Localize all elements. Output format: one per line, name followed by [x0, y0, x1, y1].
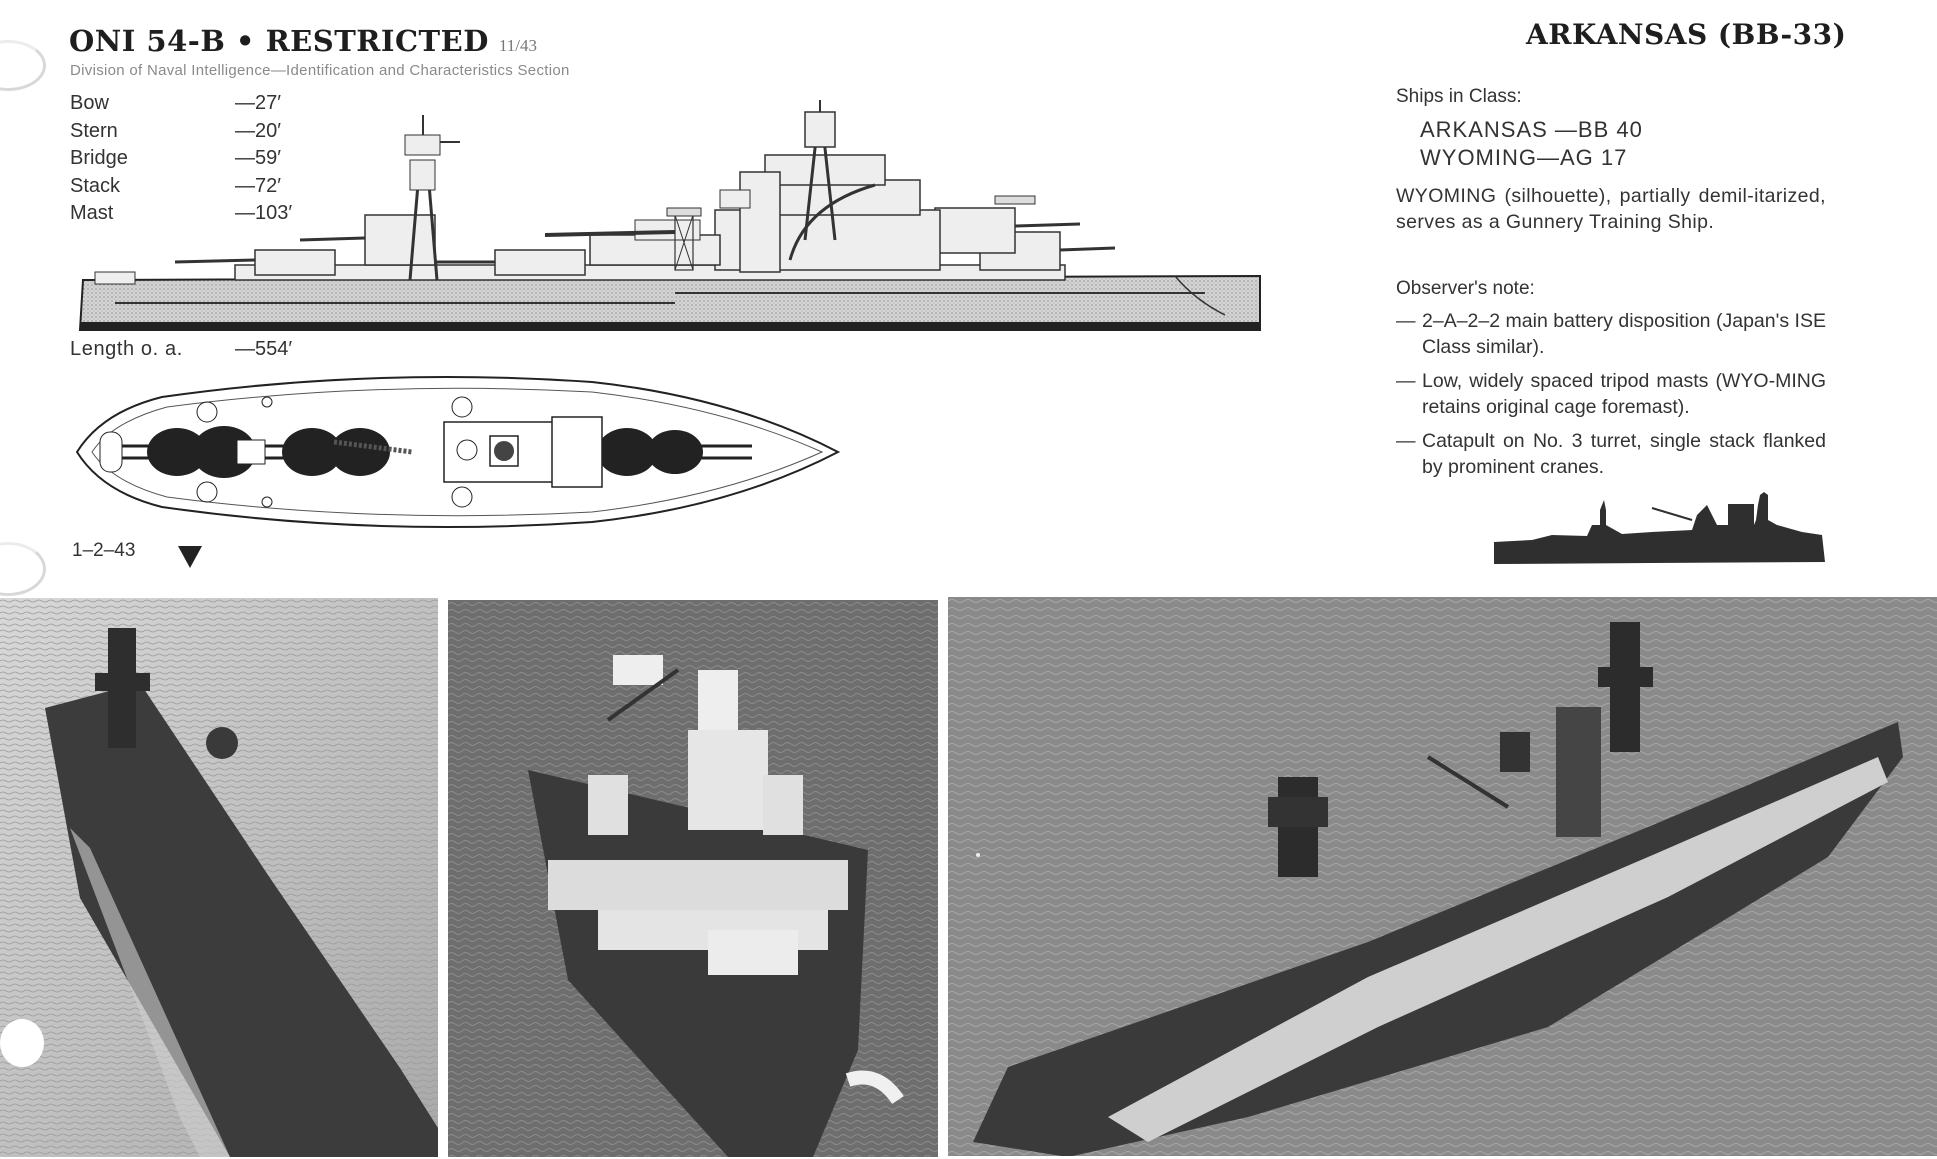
- wyoming-note: WYOMING (silhouette), partially demil-it…: [1396, 185, 1826, 233]
- observer-note-item: —2–A–2–2 main battery disposition (Japan…: [1396, 310, 1826, 358]
- document-header: ONI 54-B • RESTRICTED 11/43: [69, 24, 537, 58]
- dimension-row: Mast —103′: [70, 202, 292, 230]
- dimension-label: Bow: [70, 92, 109, 114]
- binder-hole: [0, 542, 46, 596]
- plan-view-drawing: [75, 376, 841, 528]
- dimension-value: —103′: [235, 202, 293, 224]
- class-ship-item: WYOMING—AG 17: [1420, 145, 1628, 170]
- class-ship-item: ARKANSAS —BB 40: [1420, 117, 1643, 142]
- dimension-label: Mast: [70, 202, 114, 224]
- dimensions-table: Bow —27′ Stern —20′ Bridge —59′ Stack —72′ M…: [70, 92, 292, 230]
- aerial-photo-bow-quarter: [0, 598, 438, 1157]
- header-title: ONI 54-B • RESTRICTED: [69, 24, 489, 58]
- dimension-value: —27′: [235, 92, 281, 114]
- triangle-marker-icon: [178, 546, 202, 568]
- dimension-value: —59′: [235, 147, 281, 169]
- header-subtitle: Division of Naval Intelligence—Identific…: [70, 62, 570, 79]
- dimension-value: —20′: [235, 119, 281, 142]
- length-label: Length o. a.: [70, 338, 183, 360]
- binder-hole: [0, 40, 46, 91]
- dimension-value: —72′: [235, 174, 281, 197]
- profile-drawing: [78, 100, 1261, 331]
- dimension-row: Bridge —59′: [70, 147, 292, 175]
- dimension-label: Bridge: [70, 147, 128, 169]
- aerial-photo-stern-view: [448, 600, 938, 1159]
- dimension-label: Stern: [70, 119, 118, 142]
- dimension-row: Bow —27′: [70, 92, 292, 120]
- aerial-photo-broadside: [948, 597, 1937, 1156]
- ship-title: ARKANSAS (BB-33): [1526, 18, 1847, 51]
- wyoming-silhouette: [1494, 492, 1825, 564]
- dimension-row: Stern —20′: [70, 120, 292, 148]
- dateline: 1–2–43: [72, 540, 136, 561]
- length-value: —554′: [235, 338, 293, 360]
- dimension-row: Stack —72′: [70, 175, 292, 203]
- ships-in-class-list: ARKANSAS —BB 40 WYOMING—AG 17: [1420, 116, 1850, 172]
- header-date: 11/43: [498, 36, 537, 55]
- length-overall: Length o. a. —554′: [70, 338, 292, 361]
- ships-in-class-heading: Ships in Class:: [1396, 86, 1522, 107]
- observer-note-item: —Catapult on No. 3 turret, single stack …: [1396, 430, 1826, 478]
- observer-note-heading: Observer's note:: [1396, 278, 1535, 299]
- dimension-label: Stack: [70, 174, 121, 197]
- observer-note-item: —Low, widely spaced tripod masts (WYO-MI…: [1396, 370, 1826, 418]
- observer-notes: —2–A–2–2 main battery disposition (Japan…: [1396, 308, 1826, 488]
